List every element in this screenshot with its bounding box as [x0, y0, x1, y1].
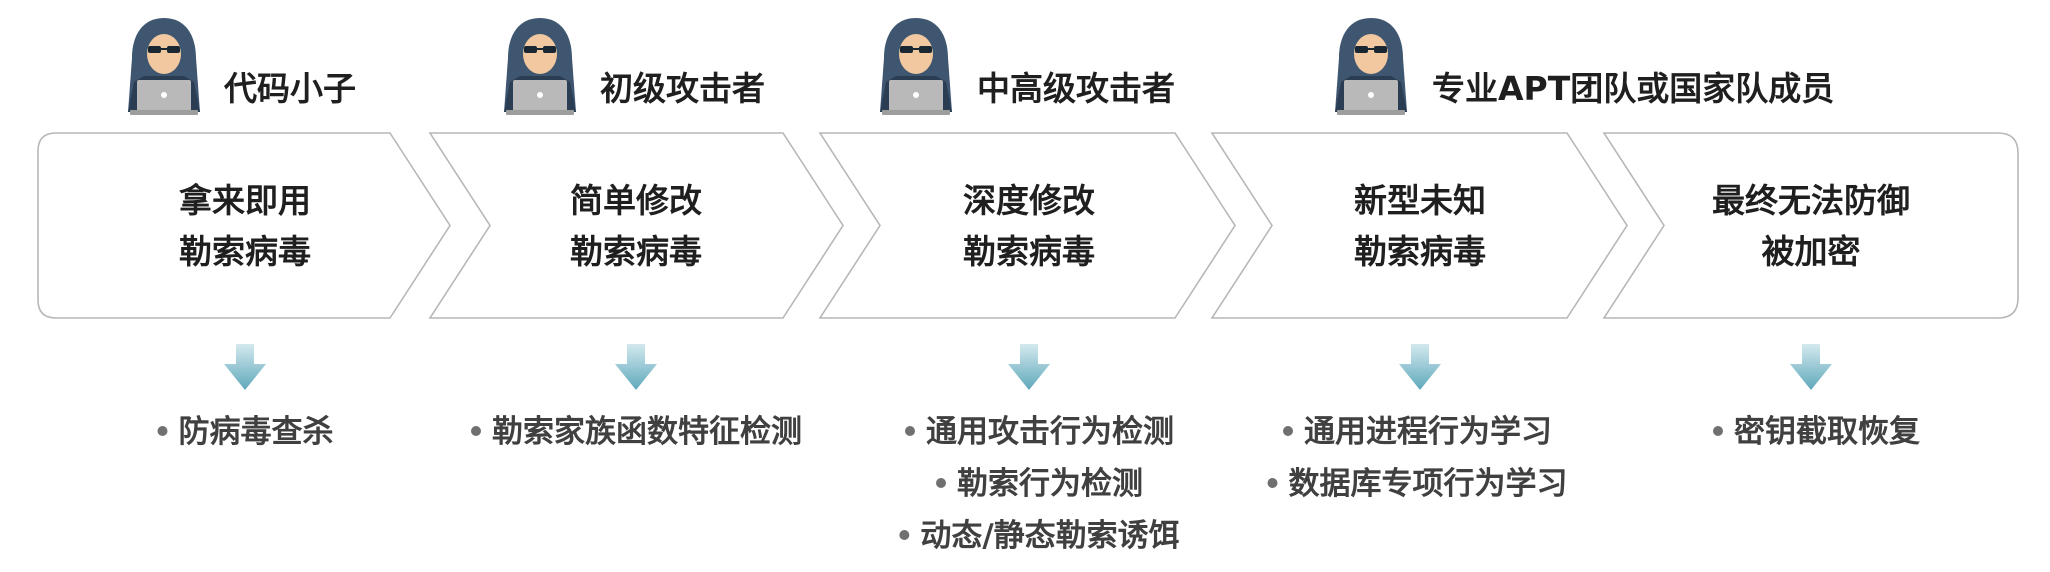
defense-item: 数据库专项行为学习: [1289, 466, 1568, 502]
hooded-hacker-icon: [1335, 18, 1407, 115]
defense-item: 防病毒查杀: [179, 414, 334, 450]
attacker-4: 专业APT团队或国家队成员: [1335, 18, 1834, 115]
defense-item: 密钥截取恢复: [1734, 414, 1920, 450]
stage-chevron: [1210, 132, 1628, 319]
stage-text-line: 最终无法防御: [1712, 181, 1910, 220]
down-arrows: [224, 344, 1832, 390]
stage-text-line: 勒索病毒: [179, 232, 311, 271]
attacker-3: 中高级攻击者: [880, 18, 1175, 115]
down-arrow-icon: [615, 344, 657, 390]
defense-group-2: 勒索家族函数特征检测: [471, 414, 802, 450]
stage-chevron: [818, 132, 1236, 319]
defense-item: 勒索行为检测: [957, 466, 1143, 502]
down-arrow-icon: [224, 344, 266, 390]
attacker-profiles: 代码小子 初级攻击者 中高级攻击者 专业APT团队或国家队成员: [128, 18, 1834, 115]
attacker-2: 初级攻击者: [504, 18, 765, 115]
bullet-icon: [1267, 478, 1278, 488]
stage-text-line: 新型未知: [1354, 181, 1486, 220]
attacker-label: 初级攻击者: [600, 69, 765, 108]
defense-item: 通用进程行为学习: [1304, 414, 1552, 450]
down-arrow-icon: [1790, 344, 1832, 390]
ransomware-stage-chevrons: 拿来即用勒索病毒简单修改勒索病毒深度修改勒索病毒新型未知勒索病毒最终无法防御被加…: [37, 132, 2019, 319]
defense-group-5: 密钥截取恢复: [1713, 414, 1920, 450]
hooded-hacker-icon: [880, 18, 952, 115]
stage-text-line: 勒索病毒: [570, 232, 702, 271]
hooded-hacker-icon: [504, 18, 576, 115]
defense-group-1: 防病毒查杀: [157, 414, 334, 450]
stage-text-line: 勒索病毒: [1354, 232, 1486, 271]
attacker-label: 代码小子: [223, 69, 356, 108]
bullet-icon: [157, 426, 168, 436]
stage-text-line: 深度修改: [963, 181, 1095, 220]
attacker-label: 专业APT团队或国家队成员: [1432, 69, 1834, 108]
stage-chevron: [428, 132, 844, 319]
stage-chevron: [37, 132, 451, 319]
attacker-label: 中高级攻击者: [977, 69, 1175, 108]
bullet-icon: [1283, 426, 1293, 436]
defense-item: 动态/静态勒索诱饵: [920, 518, 1179, 554]
hooded-hacker-icon: [128, 18, 200, 115]
bullet-icon: [905, 426, 915, 436]
attacker-1: 代码小子: [128, 18, 356, 115]
bullet-icon: [1713, 426, 1723, 436]
down-arrow-icon: [1008, 344, 1050, 390]
bullet-icon: [936, 478, 946, 488]
stage-text-line: 被加密: [1762, 232, 1861, 271]
defense-measures: 防病毒查杀勒索家族函数特征检测通用攻击行为检测勒索行为检测动态/静态勒索诱饵通用…: [157, 414, 1920, 554]
defense-item: 通用攻击行为检测: [926, 414, 1174, 450]
bullet-icon: [471, 426, 481, 436]
bullet-icon: [899, 530, 910, 540]
stage-chevron: [1602, 132, 2019, 319]
stage-text-line: 简单修改: [570, 181, 702, 220]
stage-text-line: 勒索病毒: [963, 232, 1095, 271]
down-arrow-icon: [1399, 344, 1441, 390]
defense-item: 勒索家族函数特征检测: [492, 414, 802, 450]
stage-text-line: 拿来即用: [179, 181, 311, 220]
